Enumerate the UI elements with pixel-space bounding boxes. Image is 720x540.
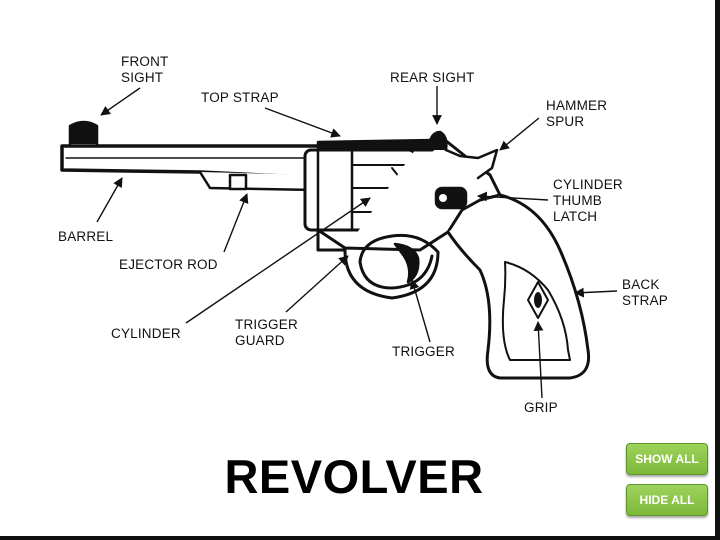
rear-sight-shape [426, 130, 448, 152]
grip-shape [446, 193, 591, 380]
frame-edge-right [715, 0, 720, 540]
label-top-strap: TOP STRAP [201, 90, 279, 105]
label-cylinder: CYLINDER [111, 326, 181, 341]
label-rear-sight: REAR SIGHT [390, 70, 475, 85]
frame-edge-bottom [0, 536, 720, 540]
ejector-rod-shape [198, 170, 318, 192]
arrow-ejector-rod [223, 193, 249, 253]
label-ejector-rod: EJECTOR ROD [119, 257, 218, 272]
label-trigger-guard: TRIGGER GUARD [235, 317, 298, 348]
hide-all-button[interactable]: HIDE ALL [626, 484, 708, 516]
frame-shape [316, 138, 502, 252]
label-cylinder-thumb-latch: CYLINDER THUMB LATCH [553, 177, 623, 224]
label-front-sight: FRONT SIGHT [121, 54, 169, 85]
arrow-front-sight [100, 87, 141, 116]
trigger-shape [393, 242, 420, 284]
label-barrel: BARREL [58, 229, 114, 244]
front-sight-shape [68, 120, 99, 146]
arrow-grip [533, 321, 544, 399]
hammer-spur-shape [444, 148, 499, 180]
label-hammer-spur: HAMMER SPUR [546, 98, 608, 129]
arrow-trigger-guard [285, 255, 349, 313]
label-back-strap: BACK STRAP [622, 277, 669, 308]
arrow-cylinder [185, 197, 371, 324]
slide-title: REVOLVER [224, 450, 484, 503]
pointer-arrows [96, 86, 618, 399]
arrow-back-strap [574, 287, 618, 298]
label-trigger: TRIGGER [392, 344, 455, 359]
trigger-guard-shape [343, 233, 440, 300]
arrow-trigger [409, 279, 431, 343]
revolver-drawing [60, 120, 591, 380]
barrel-shape [60, 144, 327, 180]
arrow-top-strap [264, 107, 341, 138]
arrow-hammer-spur [499, 117, 540, 151]
label-grip: GRIP [524, 400, 558, 415]
show-all-button[interactable]: SHOW ALL [626, 443, 708, 475]
thumb-latch-shape [434, 186, 468, 210]
arrow-cylinder-thumb-latch [477, 191, 549, 202]
arrow-barrel [96, 177, 123, 223]
